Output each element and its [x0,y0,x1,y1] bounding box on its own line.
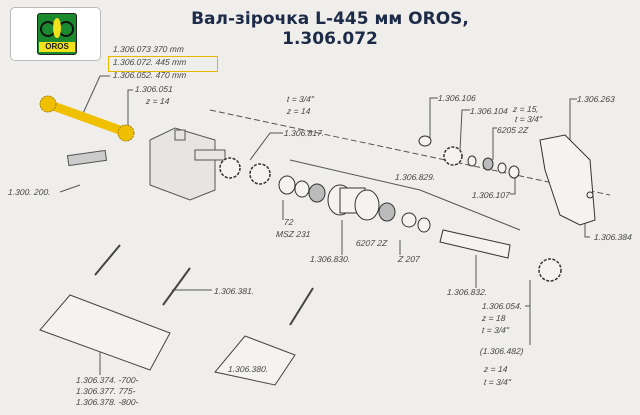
leader-line [79,75,110,121]
assembly-bracket-line [289,159,521,231]
label-plate-377: 1.306.377. 775- [75,386,136,396]
highlighted-shaft-sprocket [39,95,135,142]
plate-380 [214,335,296,386]
label-sprocket-051: 1.306.051 [134,84,174,94]
sprocket [443,146,463,166]
axis-line [209,109,611,196]
seal [401,212,417,228]
sprocket [538,258,562,282]
logo-text: OROS [39,42,75,52]
bearing [482,157,494,171]
label-bolt-106: 1.306.106 [437,93,477,103]
washer [467,155,477,167]
page-title: Вал-зірочка L-445 мм OROS, 1.306.072 [191,9,469,49]
bracket [289,287,314,326]
label-054-t: t = 3/4" [481,325,510,335]
label-shaft-073: 1.306.073 370 mm [112,44,185,54]
corn-gear-icon [40,18,74,38]
washer [497,162,507,174]
label-plate-380: 1.306.380. [227,364,269,374]
bearing [378,202,396,222]
leader-line [429,97,438,140]
label-482-z: z = 14 [483,364,508,374]
label-sprocket-104: 1.306.104 [469,106,509,116]
leader-line [525,280,531,307]
leader-line [249,132,283,161]
housing-flange [354,189,380,221]
label-bearing-6207: 6207 2Z [355,238,388,248]
label-482-t: t = 3/4" [483,377,512,387]
leader-line [127,89,133,125]
label-plate-378: 1.306.378. -800- [75,397,139,407]
leader-line [492,127,497,160]
label-ring-72: 72 [283,217,294,227]
label-guard-263: 1.306.263 [576,94,616,104]
shaft-832 [439,229,511,259]
bracket-381 [162,267,191,306]
washer [294,180,310,198]
label-shaft-052: 1.306.052. 470 mm [112,70,187,80]
label-housing-830: 1.306.830. [309,254,351,264]
label-104-z: z = 15, [512,104,540,114]
label-plate-374: 1.306.374. -700- [75,375,139,385]
label-sprocket-482: (1.306.482) [479,346,524,356]
gearbox [149,127,226,201]
bolt [418,135,432,147]
sprocket [219,157,241,179]
label-bracket-381: 1.306.381. [213,286,255,296]
label-sprocket-054: 1.306.054. [481,301,523,311]
spacer [508,165,520,179]
leader-line [59,184,81,193]
label-sprocket-051-z: z = 14 [145,96,170,106]
label-washer-384: 1.306.384 [593,232,633,242]
leader-line [459,109,470,151]
chain-guard [539,134,596,226]
oros-logo: OROS [37,13,77,55]
leader-line [510,175,516,195]
leader-line [569,98,577,140]
washer-384 [586,191,594,199]
label-054-z: z = 18 [481,313,506,323]
plate-374 [39,294,171,371]
label-817-t: t = 3/4" [286,94,315,104]
label-817-z: z = 14 [286,106,311,116]
label-bearing-6205: 6205 2Z [496,125,529,135]
label-sprocket-817: 1.306.817. [283,128,325,138]
cap [417,217,431,233]
label-seal-z207: Z 207 [397,254,421,264]
sprocket [249,163,271,185]
ring [278,175,296,195]
label-chain-200: 1.300. 200. [7,187,51,197]
bearing [308,183,326,203]
label-104-t: t = 3/4" [514,114,543,124]
label-shaft-832: 1.306.832. [446,287,488,297]
highlight-box [108,56,218,72]
bracket [94,244,121,276]
label-assembly-829: 1.306.829. [394,172,436,182]
label-ring-msz: MSZ 231 [275,229,311,239]
logo-box: OROS [10,7,101,61]
label-spacer-107: 1.306.107 [471,190,511,200]
chain [66,149,108,167]
label-shaft-072: 1.306.072. 445 mm [112,57,187,67]
